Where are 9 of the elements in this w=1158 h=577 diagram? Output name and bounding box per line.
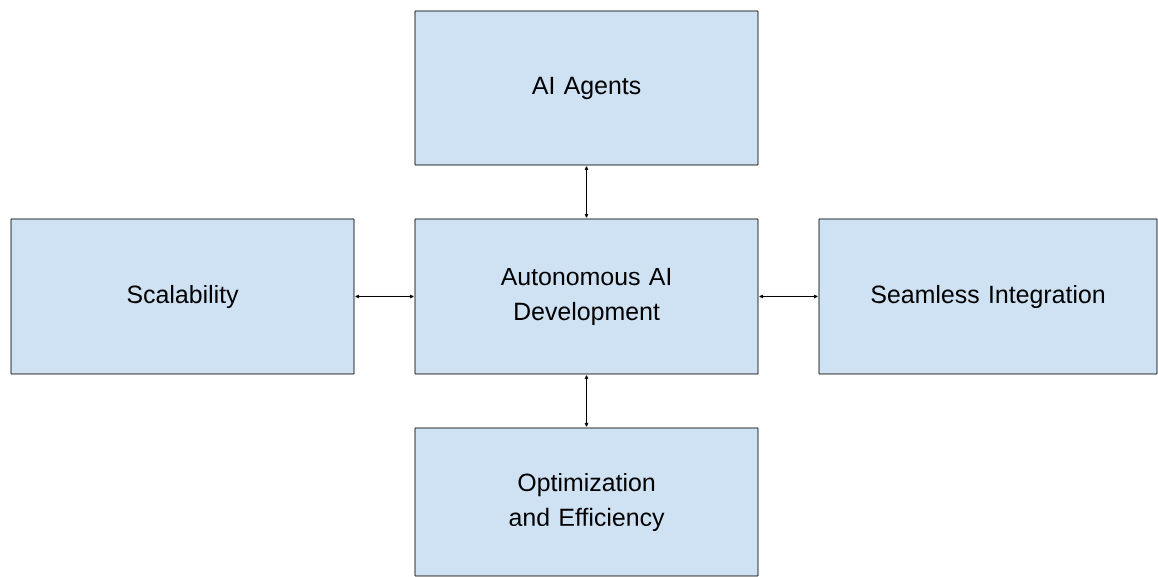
- arrow: [759, 294, 818, 299]
- concept-box: AI Agents: [414, 10, 759, 166]
- arrow: [355, 294, 414, 299]
- arrow: [584, 375, 589, 427]
- concept-box: Scalability: [10, 218, 355, 375]
- concept-box: Optimization and Efficiency: [414, 427, 759, 577]
- arrow: [584, 166, 589, 218]
- concept-box: Seamless Integration: [818, 218, 1158, 375]
- concept-box: Autonomous AI Development: [414, 218, 759, 375]
